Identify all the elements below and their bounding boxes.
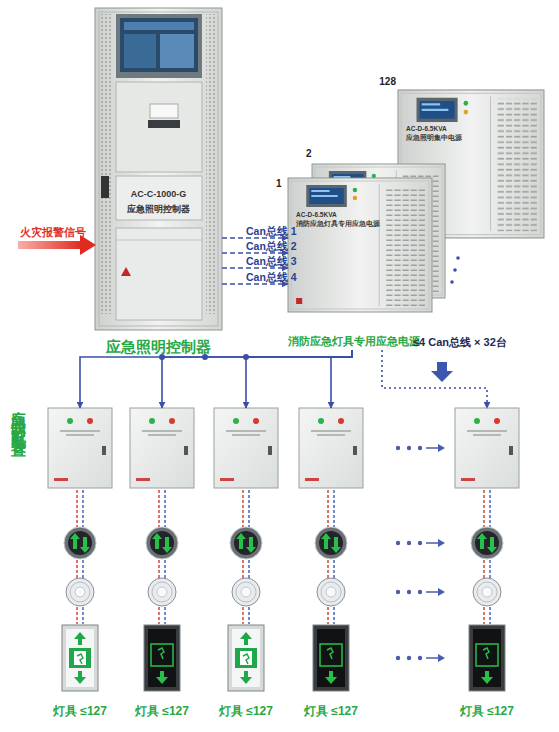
continuation-dots	[396, 588, 445, 596]
controller-cabinet	[121, 267, 131, 276]
power-feed	[162, 350, 352, 408]
controller-cabinet	[160, 34, 194, 68]
exit-sign	[313, 625, 349, 691]
device-heading: 消防应急灯具专用应急电源	[288, 335, 412, 348]
power-supply-cabinet	[288, 178, 432, 312]
model-number: AC-D-6.5KVA	[296, 211, 366, 219]
continuation-dots	[396, 539, 445, 547]
can-bus	[222, 237, 288, 239]
controller-cabinet	[124, 22, 194, 30]
stack-continuation-dots	[453, 268, 457, 272]
can-bus	[222, 252, 288, 254]
controller-cabinet	[95, 8, 222, 330]
lamp-count: 灯具 ≤127	[30, 704, 130, 718]
bus-capacity-note: ≤4 Can总线 × 32台	[413, 336, 507, 349]
controller-cabinet	[116, 82, 202, 172]
down-arrow	[437, 362, 447, 372]
controller-cabinet: AC-C-1000-G应急照明控制器应急照明控制器	[95, 8, 222, 330]
controller-cabinet	[150, 104, 178, 118]
power-supply-unit: 1AC-D-6.5KVA消防应急灯具专用应急电源消防应急灯具专用应急电源	[288, 178, 432, 350]
lamp-count: 灯具 ≤127	[112, 704, 212, 718]
controller-cabinet	[101, 176, 109, 198]
lamp-branch: 灯具 ≤127	[454, 408, 520, 722]
bus-label: Can总线 4	[246, 271, 297, 284]
exit-sign	[469, 625, 505, 691]
controller-cabinet	[148, 120, 180, 128]
lamp-chain	[299, 408, 363, 624]
continuation-dots	[396, 654, 445, 662]
down-arrow	[431, 362, 453, 382]
lamp-count: 灯具 ≤127	[281, 704, 381, 718]
panel-name: 消防应急灯具专用应急电源	[296, 220, 376, 228]
lamp-branch: 灯具 ≤127	[47, 408, 113, 722]
lamp-chain	[130, 408, 194, 624]
controller-cabinet	[116, 240, 202, 241]
fire-alarm-arrow	[80, 235, 96, 255]
stack-continuation-dots	[450, 280, 454, 284]
fire-alarm-arrow	[18, 241, 82, 249]
exit-sign	[62, 625, 98, 691]
power-feed	[331, 350, 352, 408]
bus-label: Can总线 1	[246, 225, 297, 238]
fire-alarm-arrow	[18, 235, 96, 255]
bus-label: Can总线 3	[246, 255, 297, 268]
lamp-chain	[214, 408, 278, 624]
can-bus	[222, 283, 288, 285]
controller-cabinet	[95, 8, 222, 330]
stack-continuation-dots	[450, 256, 460, 284]
model-number: AC-C-1000-G	[95, 189, 222, 200]
controller-cabinet	[101, 14, 112, 314]
lamp-branch: 灯具 ≤127	[213, 408, 279, 722]
device-heading: 应急照明控制器	[83, 338, 234, 356]
power-supply-unit: 2	[312, 164, 445, 298]
lamp-branch: 灯具 ≤127	[129, 408, 195, 722]
lamp-chain	[48, 408, 112, 624]
power-supply-unit: 128AC-D-6.5KVA应急照明集中电源	[398, 90, 544, 238]
controller-cabinet	[116, 14, 202, 78]
panel-name: 应急照明集中电源	[406, 134, 466, 142]
power-feed	[246, 350, 352, 408]
lamp-count: 灯具 ≤127	[437, 704, 537, 718]
distribution-group-label: 应急照明分配电装置	[10, 398, 28, 434]
controller-cabinet	[124, 34, 156, 68]
controller-cabinet	[120, 18, 198, 72]
power-feed	[382, 350, 487, 408]
exit-sign	[228, 625, 264, 691]
panel-name: 应急照明控制器	[95, 204, 222, 215]
model-number: AC-D-6.5KVA	[406, 125, 466, 133]
unit-number: 1	[276, 178, 286, 190]
down-arrow	[431, 371, 453, 382]
can-bus	[222, 267, 288, 269]
lamp-branch: 灯具 ≤127	[298, 408, 364, 722]
controller-cabinet	[116, 228, 202, 320]
lamp-chain	[455, 408, 519, 624]
power-feed	[80, 350, 352, 408]
stack-continuation-dots	[456, 256, 460, 260]
bus-junction-dots	[243, 354, 249, 360]
bus-label: Can总线 2	[246, 240, 297, 253]
controller-cabinet	[99, 12, 218, 326]
unit-number: 128	[368, 76, 396, 88]
exit-sign	[144, 625, 180, 691]
lamp-count: 灯具 ≤127	[196, 704, 296, 718]
controller-cabinet	[206, 14, 217, 314]
continuation-dots	[396, 444, 445, 452]
unit-number: 2	[306, 148, 320, 160]
fire-alarm-signal: 火灾报警信号	[20, 226, 86, 239]
